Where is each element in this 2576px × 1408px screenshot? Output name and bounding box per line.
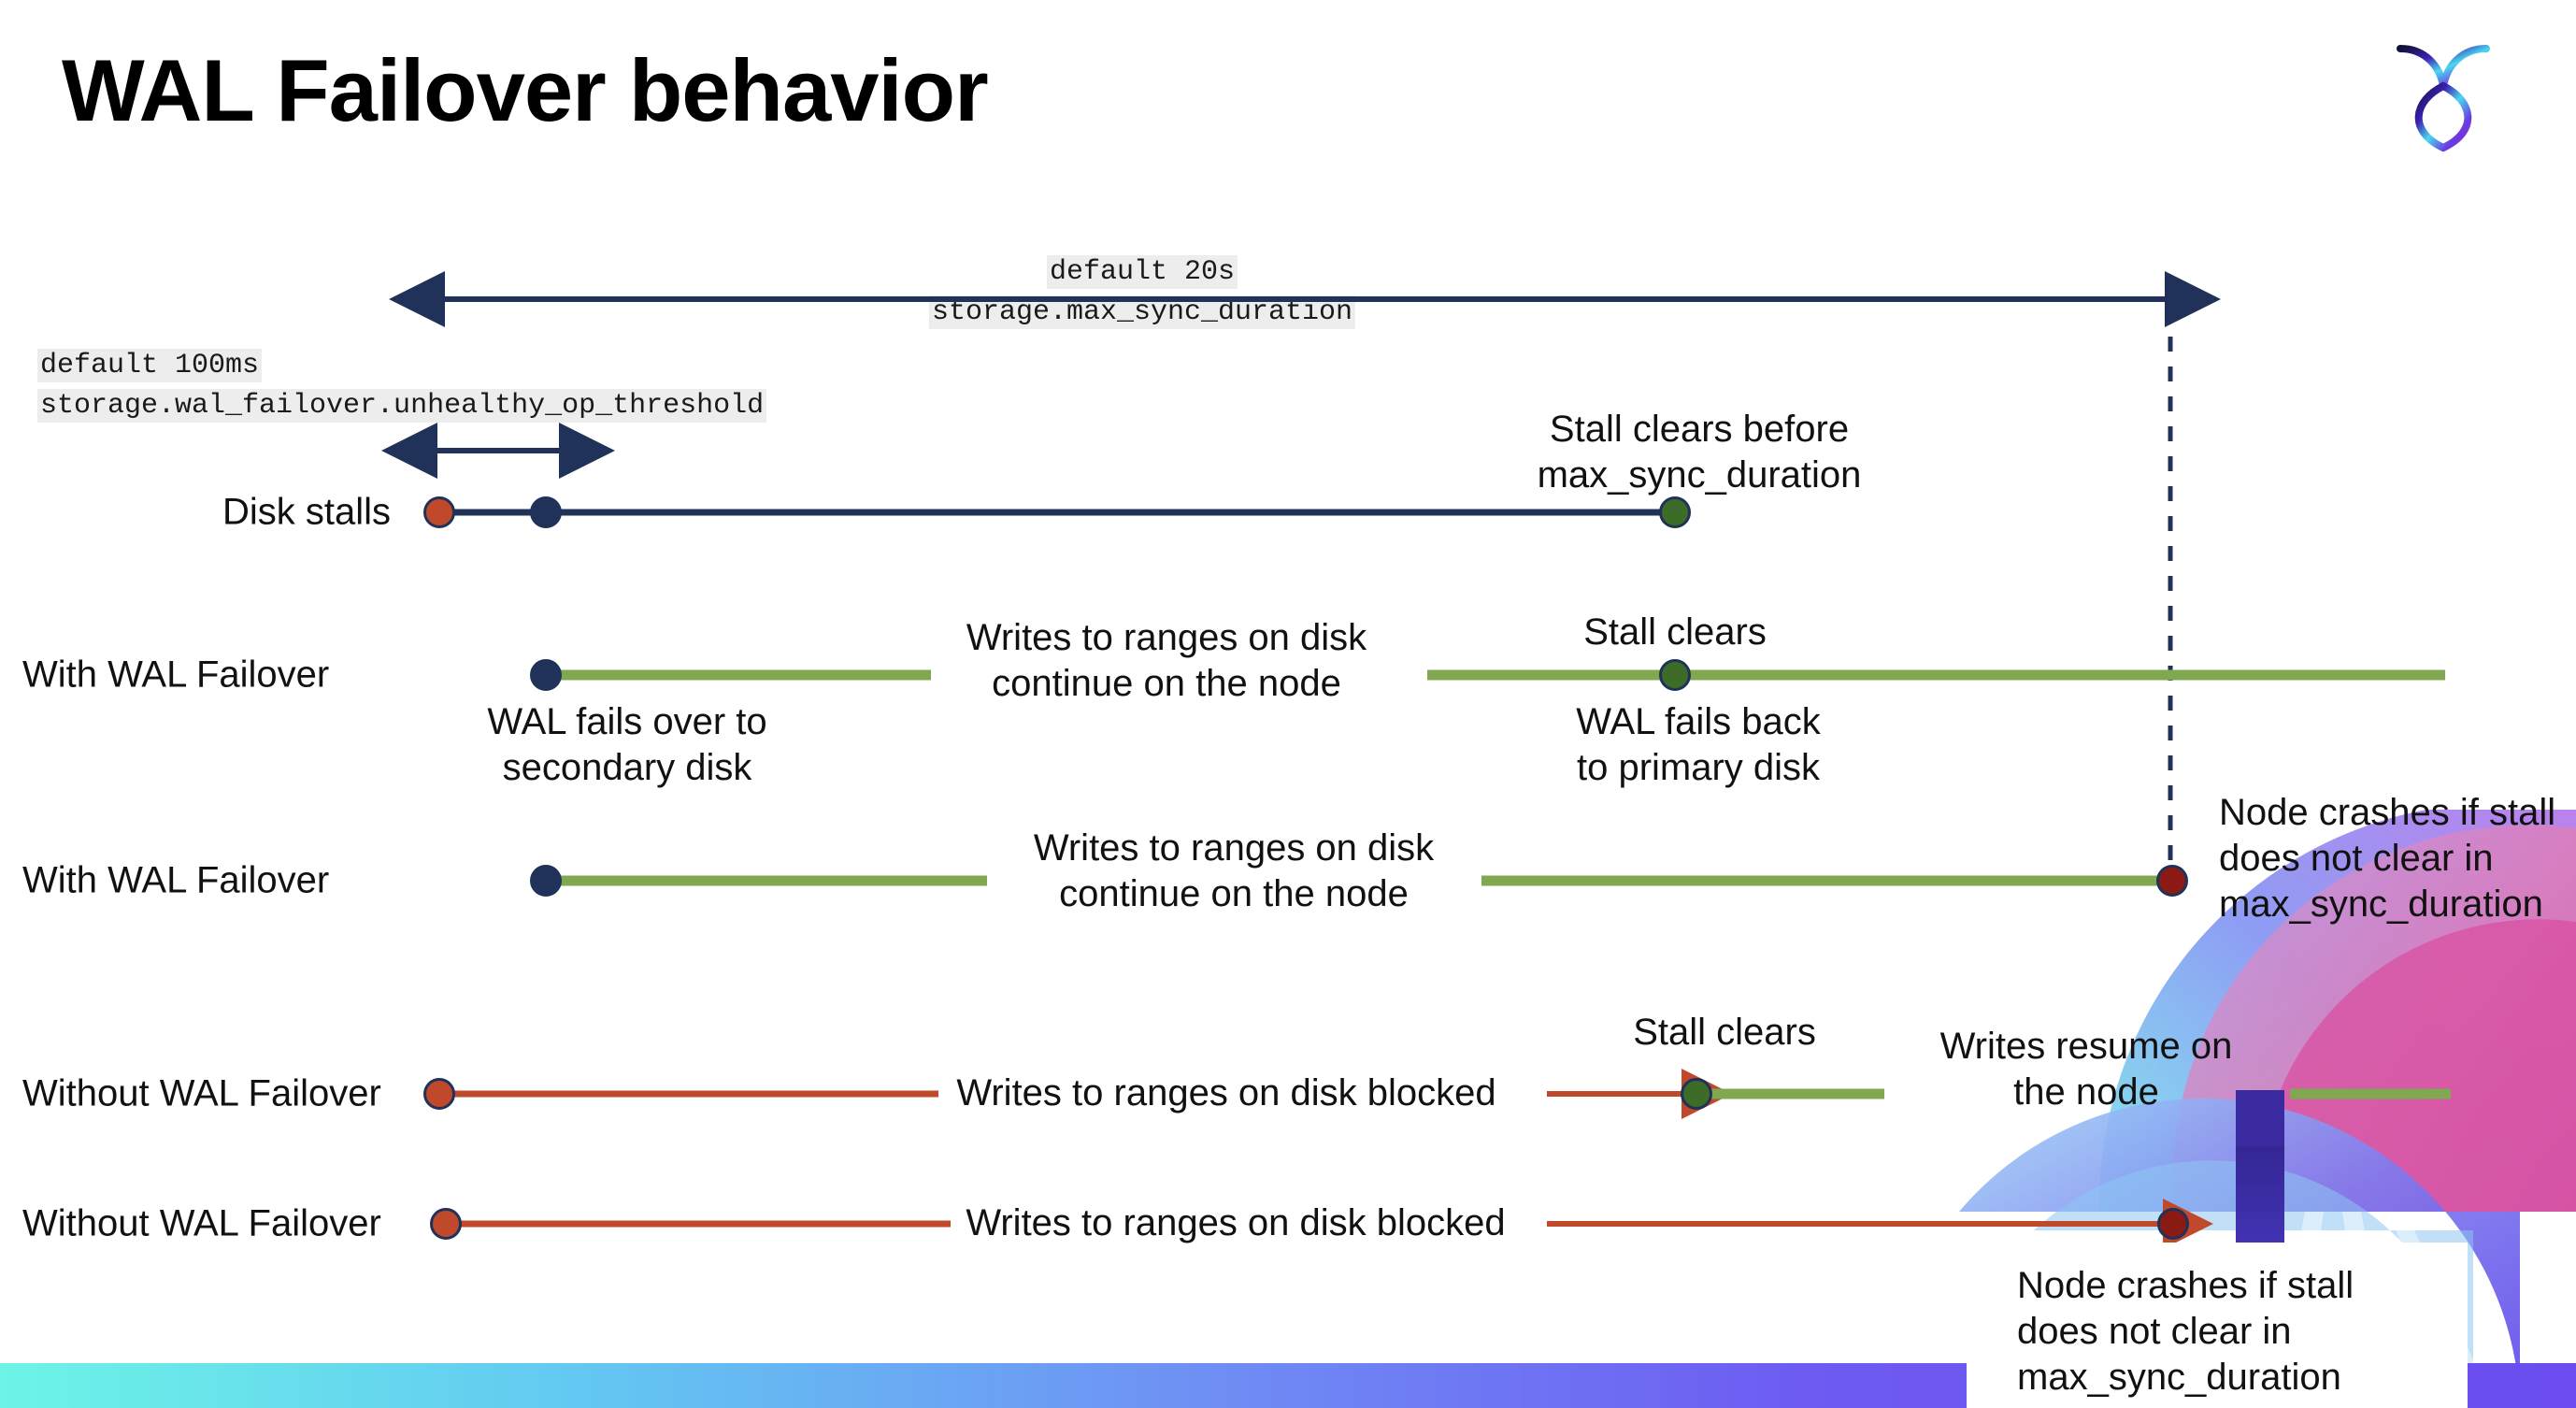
annotation-unhealthy-setting: storage.wal_failover.unhealthy_op_thresh… [37, 389, 767, 423]
note-wal-fails-back-primary: WAL fails back to primary disk [1576, 701, 1821, 788]
without-failover-2-crash-dot [2157, 1208, 2189, 1240]
note-stall-clears-before-max-sync: Stall clears before max_sync_duration [1537, 409, 1862, 496]
annotation-unhealthy-op-threshold: default 100ms storage.wal_failover.unhea… [37, 346, 767, 426]
note-writes-resume: Writes resume on the node [1939, 1026, 2233, 1113]
with-failover-1-segment-left [546, 669, 931, 681]
without-failover-1-segment-far-right [2290, 1088, 2451, 1099]
crash-callout-box: Node crashes if stall does not clear in … [1967, 1243, 2468, 1408]
page-title: WAL Failover behavior [62, 41, 989, 139]
note-writes-continue-2: Writes to ranges on disk continue on the… [1033, 827, 1435, 914]
annotation-max-sync-default: default 20s [1046, 255, 1238, 289]
note-node-crashes-1: Node crashes if stall does not clear in … [2219, 792, 2556, 925]
row-label-without-wal-failover-1: Without WAL Failover [22, 1072, 381, 1114]
annotation-unhealthy-default: default 100ms [37, 349, 263, 382]
row-label-with-wal-failover-2: With WAL Failover [22, 859, 330, 901]
disk-stalls-timeline-segment [439, 509, 1675, 516]
without-failover-2-start-dot [430, 1208, 462, 1240]
note-stall-clears-1: Stall clears [1583, 611, 1767, 653]
note-writes-blocked-1: Writes to ranges on disk blocked [956, 1072, 1496, 1113]
without-failover-2-segment-left [446, 1220, 951, 1228]
with-failover-1-segment-right [1427, 669, 2445, 681]
without-failover-1-segment-right [1701, 1088, 1884, 1099]
without-failover-1-clear-dot [1681, 1078, 1712, 1110]
note-stall-clears-2: Stall clears [1633, 1012, 1816, 1053]
with-failover-2-crash-dot [2156, 865, 2188, 897]
with-failover-2-segment-left [546, 875, 987, 886]
with-failover-1-clear-dot [1659, 659, 1691, 691]
with-failover-2-failover-dot [530, 865, 562, 897]
cockroachdb-logo-icon [2397, 45, 2490, 152]
disk-stalls-failover-dot [530, 496, 562, 528]
with-failover-2-segment-right [1481, 875, 2171, 886]
note-writes-blocked-2: Writes to ranges on disk blocked [966, 1202, 1506, 1243]
disk-stalls-start-dot [423, 496, 455, 528]
note-node-crashes-2: Node crashes if stall does not clear in … [2017, 1265, 2354, 1398]
without-failover-1-segment-left [439, 1090, 938, 1098]
disk-stalls-clear-dot [1659, 496, 1691, 528]
note-writes-continue-1: Writes to ranges on disk continue on the… [966, 617, 1367, 704]
without-failover-1-start-dot [423, 1078, 455, 1110]
annotation-max-sync-setting: storage.max_sync_duration [928, 295, 1356, 329]
row-label-with-wal-failover-1: With WAL Failover [22, 654, 330, 696]
row-label-without-wal-failover-2: Without WAL Failover [22, 1202, 381, 1244]
with-failover-1-failover-dot [530, 659, 562, 691]
row-label-disk-stalls: Disk stalls [222, 491, 392, 533]
note-wal-fails-over-secondary: WAL fails over to secondary disk [487, 701, 767, 788]
annotation-max-sync-duration: default 20s storage.max_sync_duration [928, 252, 1356, 333]
